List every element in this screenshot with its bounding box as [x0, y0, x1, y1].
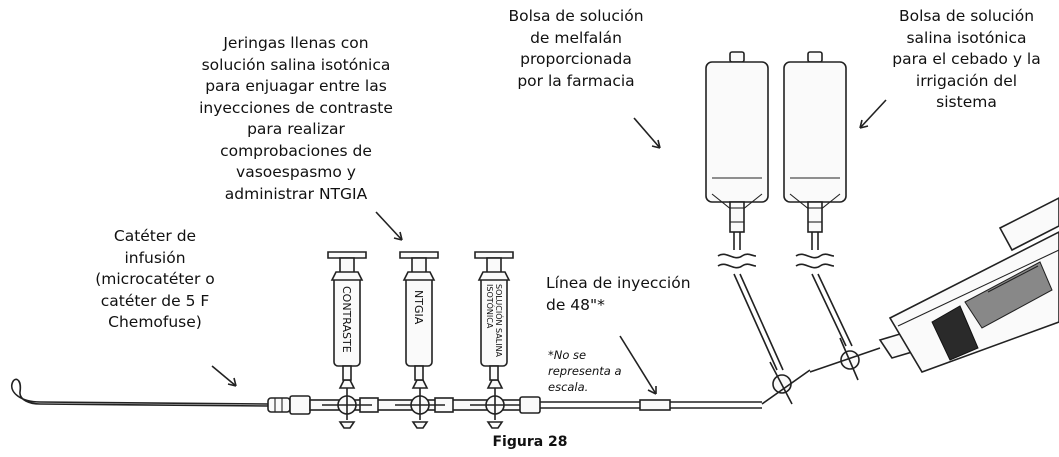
arrow-catheter [211, 365, 237, 387]
syringe-contrast: CONTRASTE [327, 251, 367, 381]
stopcock-bag-1 [761, 361, 811, 405]
catheter-label-line: Chemofuse) [108, 313, 202, 331]
arrow-melphalan [633, 117, 661, 149]
syringe-contrast-label: CONTRASTE [340, 286, 353, 353]
melphalan-label-line: de melfalán [530, 28, 622, 47]
stopcock-2 [395, 379, 445, 429]
syringes-label-line: inyecciones de contraste [199, 98, 393, 117]
injection-line-label: Línea de inyección de 48"* [546, 273, 731, 316]
injection-line [540, 399, 762, 411]
scale-note-line: representa a [548, 364, 622, 378]
stopcock-1 [322, 379, 372, 429]
scale-note-line: escala. [548, 380, 589, 394]
melphalan-bag [705, 51, 769, 233]
pointer-arrows [211, 99, 887, 395]
catheter-label: Catéter de infusión (microcatéter o caté… [70, 226, 240, 334]
scale-note-line: *No se [548, 348, 587, 362]
syringe-ntgia-label: NTGIA [412, 290, 425, 325]
power-injector-syringe [878, 197, 1059, 373]
melphalan-label-line: por la farmacia [517, 71, 635, 90]
injection-line-label-line: Línea de inyección [546, 274, 691, 292]
injection-line-label-line: de 48"* [546, 295, 605, 314]
melphalan-bag-label: Bolsa de solución de melfalán proporcion… [476, 6, 676, 92]
syringes-label-line: administrar NTGIA [224, 184, 368, 203]
stopcock-3 [470, 379, 520, 429]
arrow-saline [859, 99, 887, 129]
syringe-saline: SOLUCIÓN SALINA ISOTÓNICA [474, 251, 514, 381]
melphalan-label-line: Bolsa de solución [508, 7, 644, 25]
saline-bag-label: Bolsa de solución salina isotónica para … [874, 6, 1059, 114]
syringe-saline-label-2: ISOTÓNICA [485, 284, 496, 329]
bag-tubes [717, 232, 853, 371]
saline-label-line: salina isotónica [906, 28, 1027, 47]
saline-label-line: para el cebado y la [892, 50, 1041, 68]
catheter-label-line: Catéter de [113, 227, 197, 245]
catheter-label-line: infusión [124, 248, 186, 267]
arrow-syringes [375, 211, 403, 241]
saline-label-line: Bolsa de solución [898, 7, 1035, 25]
stopcock-bag-2 [809, 337, 881, 381]
melphalan-label-line: proporcionada [520, 50, 632, 68]
saline-label-line: sistema [936, 93, 997, 111]
syringes-label-line: solución salina isotónica [201, 55, 391, 74]
syringes-label-line: Jeringas llenas con [223, 34, 369, 52]
syringes-label-line: para realizar [247, 120, 345, 138]
arrow-injection-line [619, 335, 657, 395]
syringe-ntgia: NTGIA [399, 251, 439, 381]
catheter-label-line: catéter de 5 F [100, 291, 210, 310]
catheter-connector [267, 395, 311, 415]
catheter-tip [11, 378, 269, 407]
syringes-label-line: comprobaciones de [220, 141, 372, 160]
syringe-saline-label-1: SOLUCIÓN SALINA [494, 284, 505, 358]
catheter-label-line: (microcatéter o [95, 270, 215, 288]
saline-label-line: irrigación del [915, 71, 1018, 90]
figure-caption: Figura 28 [492, 434, 568, 450]
syringes-label-line: vasoespasmo y [236, 163, 356, 181]
scale-note: *No se representa a escala. [548, 347, 628, 395]
syringes-label: Jeringas llenas con solución salina isot… [176, 33, 416, 205]
saline-bag [783, 51, 847, 233]
syringes-label-line: para enjuagar entre las [205, 77, 387, 95]
